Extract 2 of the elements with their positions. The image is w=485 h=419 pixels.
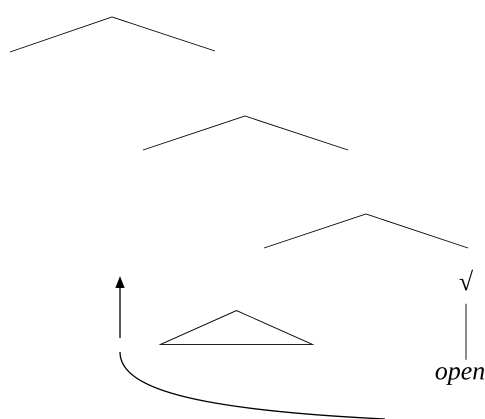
word-label: open [436,367,484,385]
word-label: √ [460,270,474,290]
